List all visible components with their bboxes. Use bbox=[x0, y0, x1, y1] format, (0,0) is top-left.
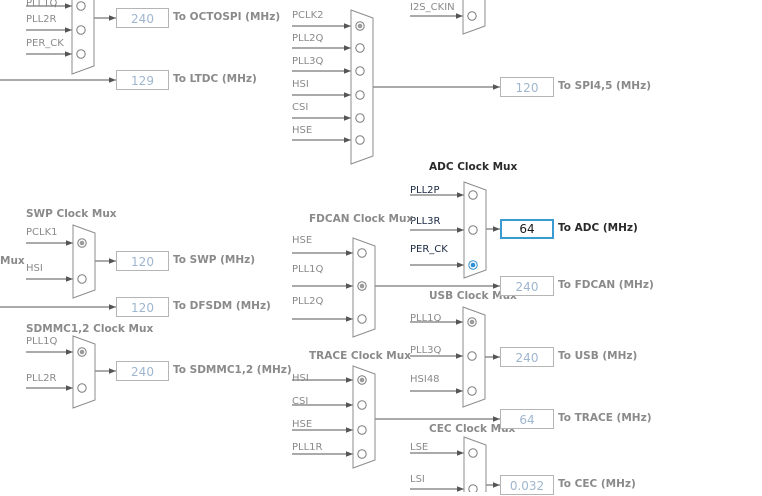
output-label-fdcan: To FDCAN (MHz) bbox=[558, 279, 654, 291]
mux-body-trace bbox=[352, 365, 376, 469]
input-label-swp-0: PCLK1 bbox=[26, 227, 58, 238]
input-label-fdcan-1: PLL1Q bbox=[292, 264, 324, 275]
mux-title-usb: USB Clock Mux bbox=[429, 290, 517, 302]
radio-adc-1[interactable] bbox=[468, 225, 478, 235]
mux-title-trace: TRACE Clock Mux bbox=[309, 350, 411, 362]
mux-title-swp: SWP Clock Mux bbox=[26, 208, 117, 220]
radio-spi45-2[interactable] bbox=[355, 66, 365, 76]
output-value-adc[interactable]: 64 bbox=[500, 219, 554, 239]
input-label-ospi-2: PER_CK bbox=[26, 38, 64, 49]
output-label-sdmmc: To SDMMC1,2 (MHz) bbox=[173, 364, 292, 376]
mux-body-sdmmc bbox=[72, 335, 96, 409]
input-label-trace-1: CSI bbox=[292, 396, 309, 407]
input-label-fdcan-0: HSE bbox=[292, 235, 313, 246]
output-label-cec: To CEC (MHz) bbox=[558, 478, 636, 490]
radio-ospi-1[interactable] bbox=[76, 25, 86, 35]
mux-title-cec: CEC Clock Mux bbox=[429, 423, 516, 435]
input-label-fdcan-2: PLL2Q bbox=[292, 296, 324, 307]
mux-title-sdmmc: SDMMC1,2 Clock Mux bbox=[26, 323, 154, 335]
radio-adc-0[interactable] bbox=[468, 190, 478, 200]
radio-trace-2[interactable] bbox=[357, 425, 367, 435]
mux-title-fdcan: FDCAN Clock Mux bbox=[309, 213, 414, 225]
output-value-cec[interactable]: 0.032 bbox=[500, 475, 554, 495]
radio-fdcan-0[interactable] bbox=[357, 248, 367, 258]
input-label-sdmmc-1: PLL2R bbox=[26, 373, 57, 384]
output-label-ltdc: To LTDC (MHz) bbox=[173, 73, 257, 85]
output-value-fdcan[interactable]: 240 bbox=[500, 276, 554, 296]
output-value-sdmmc[interactable]: 240 bbox=[116, 361, 169, 381]
input-label-usb-0: PLL1Q bbox=[410, 313, 442, 324]
output-value-swp[interactable]: 120 bbox=[116, 251, 169, 271]
radio-ospi-2[interactable] bbox=[76, 49, 86, 59]
input-label-usb-1: PLL3Q bbox=[410, 345, 442, 356]
radio-cec-0[interactable] bbox=[468, 448, 478, 458]
radio-trace-1[interactable] bbox=[357, 400, 367, 410]
radio-spi45-1[interactable] bbox=[355, 43, 365, 53]
mux-body-cec bbox=[463, 436, 487, 492]
output-label-ospi: To OCTOSPI (MHz) bbox=[173, 11, 281, 23]
radio-dot-spi45-0 bbox=[357, 23, 363, 29]
output-label-trace: To TRACE (MHz) bbox=[558, 412, 652, 424]
radio-dot-adc-2 bbox=[470, 262, 476, 268]
input-label-adc-0: PLL2P bbox=[410, 185, 440, 196]
radio-usb-2[interactable] bbox=[467, 386, 477, 396]
input-label-ospi-1: PLL2R bbox=[26, 14, 57, 25]
radio-ospi-0[interactable] bbox=[76, 1, 86, 11]
input-label-ospi-0: PLL1Q bbox=[26, 0, 58, 9]
radio-sdmmc-1[interactable] bbox=[77, 383, 87, 393]
input-label-adc-1: PLL3R bbox=[410, 216, 441, 227]
input-label-cec-0: LSE bbox=[410, 442, 429, 453]
input-label-spi45-2: PLL3Q bbox=[292, 56, 324, 67]
radio-swp-1[interactable] bbox=[77, 274, 87, 284]
input-label-trace-3: PLL1R bbox=[292, 442, 323, 453]
radio-dot-trace-0 bbox=[359, 377, 365, 383]
mux-title-partial: Mux bbox=[0, 255, 25, 267]
mux-title-adc: ADC Clock Mux bbox=[429, 161, 518, 173]
radio-i2s-0[interactable] bbox=[467, 11, 477, 21]
output-value-trace[interactable]: 64 bbox=[500, 409, 554, 429]
input-label-spi45-5: HSE bbox=[292, 125, 313, 136]
radio-dot-swp-0 bbox=[79, 240, 85, 246]
input-label-i2s-0: I2S_CKIN bbox=[410, 2, 455, 13]
radio-cec-1[interactable] bbox=[468, 484, 478, 492]
radio-spi45-3[interactable] bbox=[355, 90, 365, 100]
output-value-ltdc[interactable]: 129 bbox=[116, 70, 169, 90]
input-label-adc-2: PER_CK bbox=[410, 244, 448, 255]
mux-body-swp bbox=[72, 224, 96, 299]
input-label-trace-2: HSE bbox=[292, 419, 313, 430]
input-label-spi45-3: HSI bbox=[292, 79, 309, 90]
output-value-ospi[interactable]: 240 bbox=[116, 8, 169, 28]
radio-trace-3[interactable] bbox=[357, 449, 367, 459]
output-label-swp: To SWP (MHz) bbox=[173, 254, 256, 266]
radio-dot-sdmmc-0 bbox=[79, 349, 85, 355]
output-value-spi45[interactable]: 120 bbox=[500, 77, 554, 97]
input-label-swp-1: HSI bbox=[26, 263, 43, 274]
input-label-usb-2: HSI48 bbox=[410, 374, 440, 385]
input-label-sdmmc-0: PLL1Q bbox=[26, 336, 58, 347]
mux-body-ospi bbox=[71, 0, 95, 75]
output-label-adc: To ADC (MHz) bbox=[558, 222, 638, 234]
output-value-usb[interactable]: 240 bbox=[500, 347, 554, 367]
output-label-usb: To USB (MHz) bbox=[558, 350, 638, 362]
output-label-spi45: To SPI4,5 (MHz) bbox=[558, 80, 652, 92]
radio-dot-fdcan-1 bbox=[359, 283, 365, 289]
input-label-spi45-4: CSI bbox=[292, 102, 309, 113]
radio-dot-usb-0 bbox=[469, 319, 475, 325]
radio-spi45-4[interactable] bbox=[355, 113, 365, 123]
input-label-cec-1: LSI bbox=[410, 474, 425, 485]
input-label-trace-0: HSI bbox=[292, 373, 309, 384]
output-label-dfsdm: To DFSDM (MHz) bbox=[173, 300, 271, 312]
radio-spi45-5[interactable] bbox=[355, 135, 365, 145]
input-label-spi45-0: PCLK2 bbox=[292, 10, 324, 21]
radio-usb-1[interactable] bbox=[467, 351, 477, 361]
radio-fdcan-2[interactable] bbox=[357, 314, 367, 324]
output-value-dfsdm[interactable]: 120 bbox=[116, 297, 169, 317]
input-label-spi45-1: PLL2Q bbox=[292, 33, 324, 44]
